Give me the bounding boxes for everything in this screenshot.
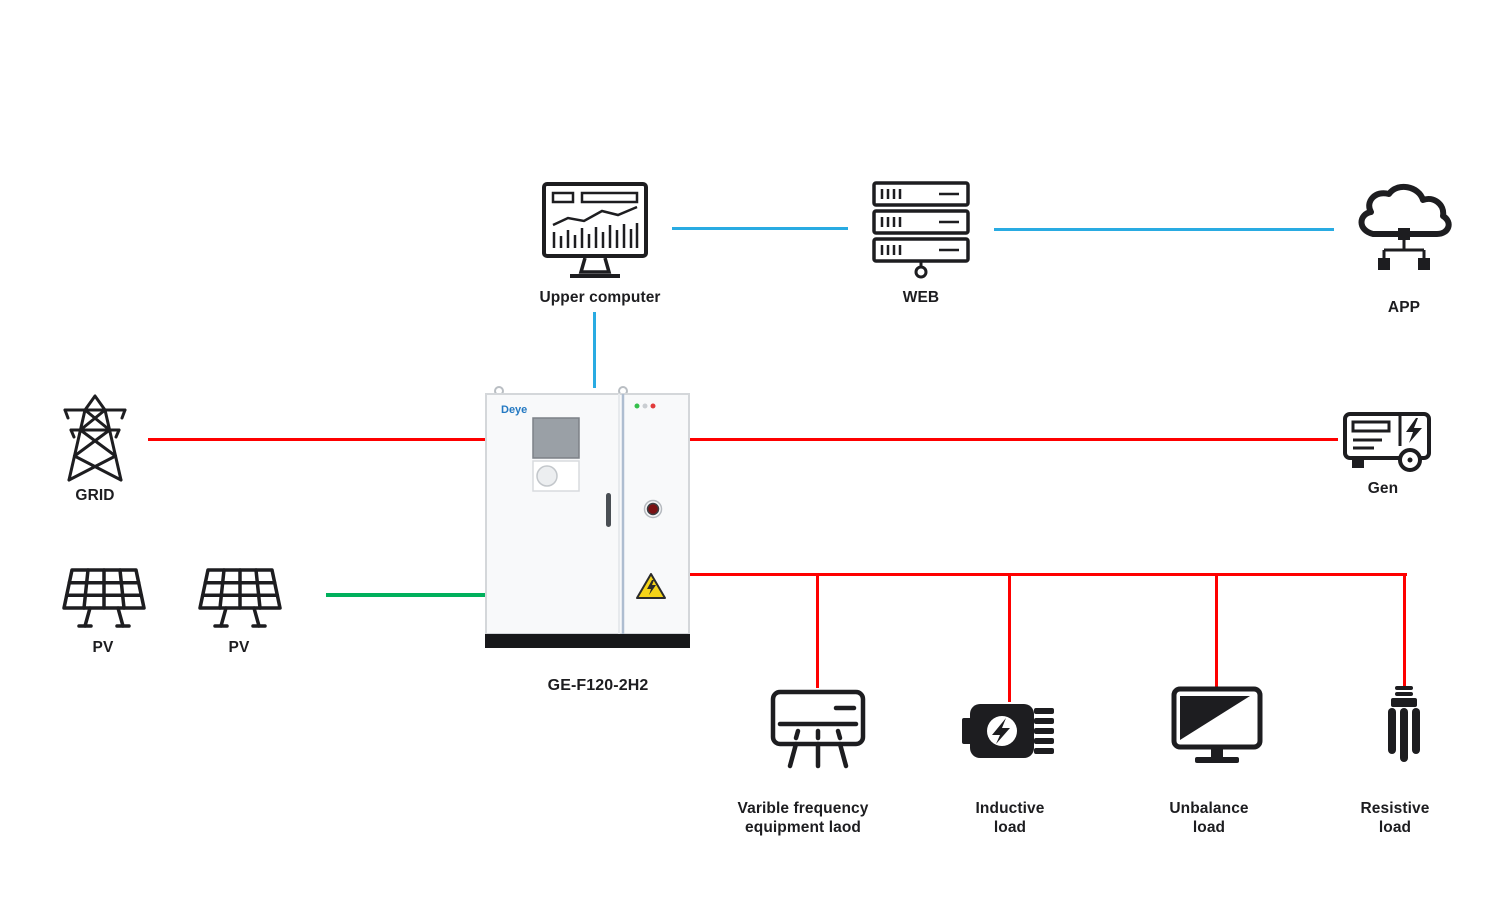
cabinet-model-label: GE-F120-2H2 bbox=[547, 677, 649, 694]
app-cloud-icon bbox=[1349, 180, 1459, 276]
upper-computer-icon bbox=[540, 180, 650, 280]
cabinet-led-red bbox=[650, 403, 656, 409]
ac-drop-inductive-load bbox=[1008, 573, 1011, 702]
comm-line-computer-to-cabinet bbox=[593, 312, 596, 388]
cfl-bulb-icon bbox=[1382, 686, 1426, 766]
unbalance-monitor-icon bbox=[1171, 686, 1263, 766]
pv-line-panels-to-cabinet bbox=[326, 593, 486, 597]
inverter-cabinet: Deye bbox=[485, 385, 690, 650]
web-label: WEB bbox=[902, 289, 940, 306]
cabinet-brand-logo: Deye bbox=[501, 404, 527, 416]
ac-drop-unbalance-load bbox=[1215, 573, 1218, 688]
resistive-load-label: Resistive load bbox=[1360, 800, 1430, 837]
cabinet-base bbox=[485, 634, 690, 648]
lightning-bolt-icon bbox=[992, 718, 1010, 744]
upper-computer-label: Upper computer bbox=[539, 289, 661, 306]
cabinet-emergency-button bbox=[646, 502, 660, 516]
ac-line-cabinet-to-loads bbox=[690, 573, 1407, 576]
inductive-motor-icon bbox=[962, 700, 1058, 762]
pv-right-label: PV bbox=[228, 639, 250, 656]
cabinet-display-screen bbox=[532, 417, 580, 459]
inductive-load-label: Inductive load bbox=[975, 800, 1045, 837]
ac-line-grid-to-cabinet bbox=[148, 438, 486, 441]
cabinet-door-handle bbox=[606, 493, 611, 527]
gen-label: Gen bbox=[1367, 480, 1399, 497]
web-server-icon bbox=[871, 180, 971, 280]
ac-drop-resistive-load bbox=[1403, 573, 1406, 688]
pv-panel-right-icon bbox=[194, 564, 286, 634]
cabinet-led-idle bbox=[642, 403, 648, 409]
comm-line-web-to-app bbox=[994, 228, 1334, 231]
variable-frequency-load-label: Varible frequency equipment laod bbox=[737, 800, 869, 837]
grid-tower-icon bbox=[57, 392, 133, 484]
cabinet-led-green bbox=[634, 403, 640, 409]
pv-left-label: PV bbox=[92, 639, 114, 656]
generator-icon bbox=[1342, 402, 1434, 478]
app-label: APP bbox=[1387, 299, 1421, 316]
comm-line-computer-to-web bbox=[672, 227, 848, 230]
cabinet-dial bbox=[536, 465, 558, 487]
air-conditioner-icon bbox=[770, 686, 866, 772]
grid-label: GRID bbox=[75, 487, 115, 504]
pv-panel-left-icon bbox=[58, 564, 150, 634]
ac-drop-variable-frequency-load bbox=[816, 573, 819, 688]
ac-line-cabinet-to-gen bbox=[690, 438, 1338, 441]
unbalance-load-label: Unbalance load bbox=[1169, 800, 1249, 837]
